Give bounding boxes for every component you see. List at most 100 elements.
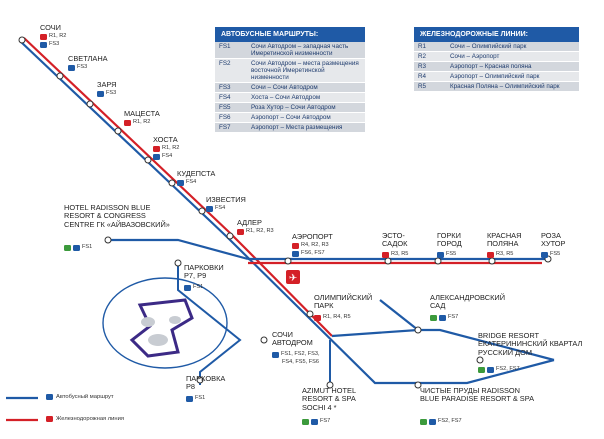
bus-icon bbox=[206, 205, 213, 212]
station-khosta: ХОСТА bbox=[153, 135, 178, 144]
route-description: Сочи – Олимпийский парк bbox=[446, 42, 579, 51]
route-code: FS1 bbox=[215, 42, 247, 58]
station-esto-sadok: ЭСТО-САДОК bbox=[382, 231, 408, 249]
rail-line-main bbox=[23, 37, 333, 337]
route-description: Сочи – Сочи Автодром bbox=[247, 83, 365, 92]
sochi-autodrom-track bbox=[129, 298, 194, 358]
bus-line-parking bbox=[177, 260, 242, 385]
route-description: Сочи Автодром – западная часть Имеретинс… bbox=[247, 42, 365, 58]
rail-icon bbox=[124, 119, 131, 126]
station-esto-sadok-codes: R3, R5 bbox=[382, 251, 408, 258]
legend-rail: Железнодорожная линия bbox=[46, 416, 124, 422]
station-svetlana-codes: FS3 bbox=[68, 64, 87, 71]
station-svetlana: СВЕТЛАНА bbox=[68, 54, 108, 63]
route-code: R3 bbox=[414, 62, 446, 71]
route-code: R5 bbox=[414, 82, 446, 91]
station-sochi-codes: R1, R2 bbox=[40, 33, 66, 40]
arena-shape bbox=[141, 317, 155, 327]
route-description: Аэропорт – Олимпийский парк bbox=[446, 72, 579, 81]
station-parking-p7-p9-codes: FS1 bbox=[184, 284, 203, 291]
bus-icon bbox=[46, 394, 53, 400]
route-description: Роза Хутор – Сочи Автодром bbox=[247, 103, 365, 112]
route-code: FS6 bbox=[215, 113, 247, 122]
hotel-icon bbox=[64, 244, 71, 251]
station-sochi-codes2: FS3 bbox=[40, 41, 59, 48]
station-markers bbox=[18, 36, 552, 389]
legend-bus: Автобусный маршрут bbox=[46, 394, 114, 400]
bus-icon bbox=[73, 244, 80, 251]
bus-icon bbox=[272, 351, 279, 358]
hotel-icon bbox=[478, 366, 485, 373]
station-aivazovsky: HOTEL RADISSON BLUE RESORT & CONGRESS CE… bbox=[64, 203, 170, 229]
bus-line-sad bbox=[379, 299, 419, 331]
bus-icon bbox=[153, 153, 160, 160]
arena-shape bbox=[169, 316, 181, 324]
bus-icon bbox=[177, 179, 184, 186]
rail-icon bbox=[382, 251, 389, 258]
station-bridge-resort-codes: FS2, FS7 bbox=[478, 366, 520, 373]
bus-icon bbox=[437, 251, 444, 258]
bus-line-main bbox=[19, 40, 555, 385]
route-description: Сочи Автодром – места размещения восточн… bbox=[247, 59, 365, 82]
station-parking-p8-codes: FS1 bbox=[186, 395, 205, 402]
rail-table-title: ЖЕЛЕЗНОДОРОЖНЫЕ ЛИНИИ: bbox=[414, 27, 579, 42]
bus-icon bbox=[68, 64, 75, 71]
station-parking-p7-p9: ПАРКОВКИ Р7, Р9 bbox=[184, 263, 224, 281]
rail-icon bbox=[292, 242, 299, 249]
hotel-icon bbox=[302, 418, 309, 425]
station-khosta-codes2: FS4 bbox=[153, 153, 172, 160]
station-adler: АДЛЕР bbox=[237, 218, 262, 227]
bus-icon bbox=[40, 41, 47, 48]
route-code: FS3 bbox=[215, 83, 247, 92]
rail-icon bbox=[40, 33, 47, 40]
airport-badge bbox=[286, 270, 300, 284]
station-airport-codes: R4, R2, R3 bbox=[292, 242, 329, 249]
station-khosta-codes: R1, R2 bbox=[153, 145, 179, 152]
route-description: Хоста – Сочи Автодром bbox=[247, 93, 365, 102]
station-izvestiya-codes: FS4 bbox=[206, 205, 225, 212]
bus-line-olympic bbox=[331, 328, 555, 362]
station-olympic-park: ОЛИМПИЙСКИЙ ПАРК bbox=[314, 293, 373, 311]
olympic-park-area bbox=[102, 277, 228, 369]
station-aivazovsky-codes: FS1 bbox=[64, 244, 92, 251]
bus-table-title: АВТОБУСНЫЕ МАРШРУТЫ: bbox=[215, 27, 365, 42]
station-gorki-gorod: ГОРКИ ГОРОД bbox=[437, 231, 462, 249]
hotel-icon bbox=[420, 418, 427, 425]
station-gorki-gorod-codes: FS5 bbox=[437, 251, 456, 258]
route-code: FS4 bbox=[215, 93, 247, 102]
station-matsesta: МАЦЕСТА bbox=[124, 109, 160, 118]
rail-icon bbox=[237, 228, 244, 235]
rail-icon bbox=[314, 314, 321, 321]
arena-shape bbox=[148, 334, 168, 346]
svg-text:✈: ✈ bbox=[289, 273, 297, 284]
station-sochi-autodrom-codes: FS1, FS2, FS3, bbox=[272, 351, 320, 358]
station-chistye-prudy-codes: FS2, FS7 bbox=[420, 418, 462, 425]
bus-icon bbox=[97, 90, 104, 97]
station-sochi-autodrom: СОЧИ АВТОДРОМ bbox=[272, 330, 313, 348]
station-sochi: СОЧИ bbox=[40, 23, 61, 32]
station-roza-khutor: РОЗА ХУТОР bbox=[541, 231, 566, 249]
route-code: FS7 bbox=[215, 123, 247, 132]
bus-icon bbox=[184, 284, 191, 291]
station-krasnaya-polyana: КРАСНАЯ ПОЛЯНА bbox=[487, 231, 522, 249]
station-zarya-codes: FS3 bbox=[97, 90, 116, 97]
station-krasnaya-polyana-codes: R3, R5 bbox=[487, 251, 513, 258]
station-izvestiya: ИЗВЕСТИЯ bbox=[206, 195, 246, 204]
bus-icon bbox=[541, 251, 548, 258]
station-azimut-hotel: AZIMUT HOTEL RESORT & SPA SOCHI 4 * bbox=[302, 386, 356, 412]
station-aleksandrovsky-sad-codes: FS7 bbox=[430, 314, 458, 321]
station-airport-codes2: FS6, FS7 bbox=[292, 250, 325, 257]
rail-icon bbox=[153, 145, 160, 152]
route-description: Красная Поляна – Олимпийский парк bbox=[446, 82, 579, 91]
route-code: FS5 bbox=[215, 103, 247, 112]
